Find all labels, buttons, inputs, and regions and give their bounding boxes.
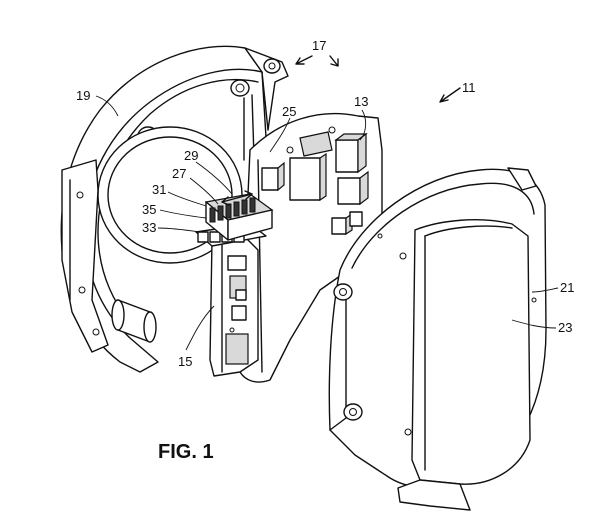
ref-35: 35	[142, 202, 156, 217]
ref-19: 19	[76, 88, 90, 103]
ref-25: 25	[282, 104, 296, 119]
ref-29: 29	[184, 148, 198, 163]
ref-27: 27	[172, 166, 186, 181]
ref-21: 21	[560, 280, 574, 295]
left-housing-shell	[60, 45, 289, 373]
reference-numerals: 17 11 19 25 13 29 27 31 35 33 15 21 23	[76, 38, 574, 369]
ref-13: 13	[354, 94, 368, 109]
switch-block	[204, 190, 274, 241]
ref-15: 15	[178, 354, 192, 369]
ref-31: 31	[152, 182, 166, 197]
right-cover	[328, 167, 547, 511]
figure-caption: FIG. 1	[158, 441, 214, 463]
leader-lines	[95, 55, 559, 351]
ref-17: 17	[312, 38, 326, 53]
ref-23: 23	[558, 320, 572, 335]
ref-33: 33	[142, 220, 156, 235]
circuit-board	[239, 112, 383, 383]
ref-11: 11	[462, 80, 476, 95]
